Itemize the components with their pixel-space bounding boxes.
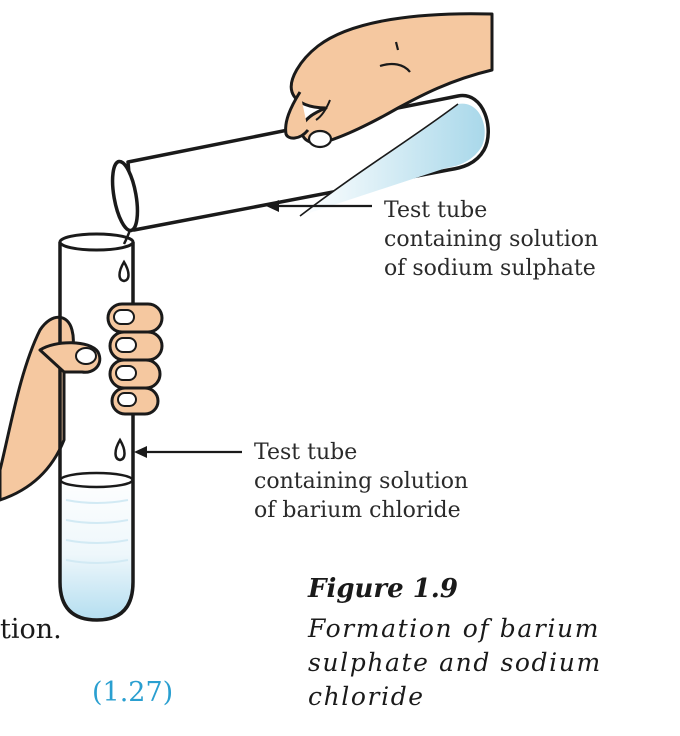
upper-test-tube [110, 94, 490, 245]
lower-tube-label-line-2: containing solution [254, 469, 469, 494]
drop-2 [114, 437, 126, 462]
lower-test-tube [58, 232, 135, 622]
equation-number: (1.27) [92, 677, 174, 708]
upper-label-arrow [266, 200, 372, 212]
figure-caption-line-1: Formation of barium [308, 614, 601, 643]
body-text-fragment: tion. [0, 614, 62, 645]
upper-tube-label-line-1: Test tube [384, 198, 488, 223]
right-hand [284, 12, 494, 149]
figure-caption-line-3: chloride [308, 682, 425, 711]
lower-label-arrow [134, 446, 242, 458]
figure-caption-title: Figure 1.9 [308, 574, 458, 604]
figure-caption-line-2: sulphate and sodium [308, 648, 602, 677]
drop-1 [118, 259, 130, 283]
figure-caption: Formation of barium sulphate and sodium … [308, 612, 638, 714]
lower-tube-label-line-3: of barium chloride [254, 498, 461, 523]
upper-tube-label-line-2: containing solution [384, 227, 599, 252]
left-hand-nails [75, 309, 137, 407]
lower-tube-label-line-1: Test tube [254, 440, 358, 465]
upper-tube-label-line-3: of sodium sulphate [384, 256, 596, 281]
